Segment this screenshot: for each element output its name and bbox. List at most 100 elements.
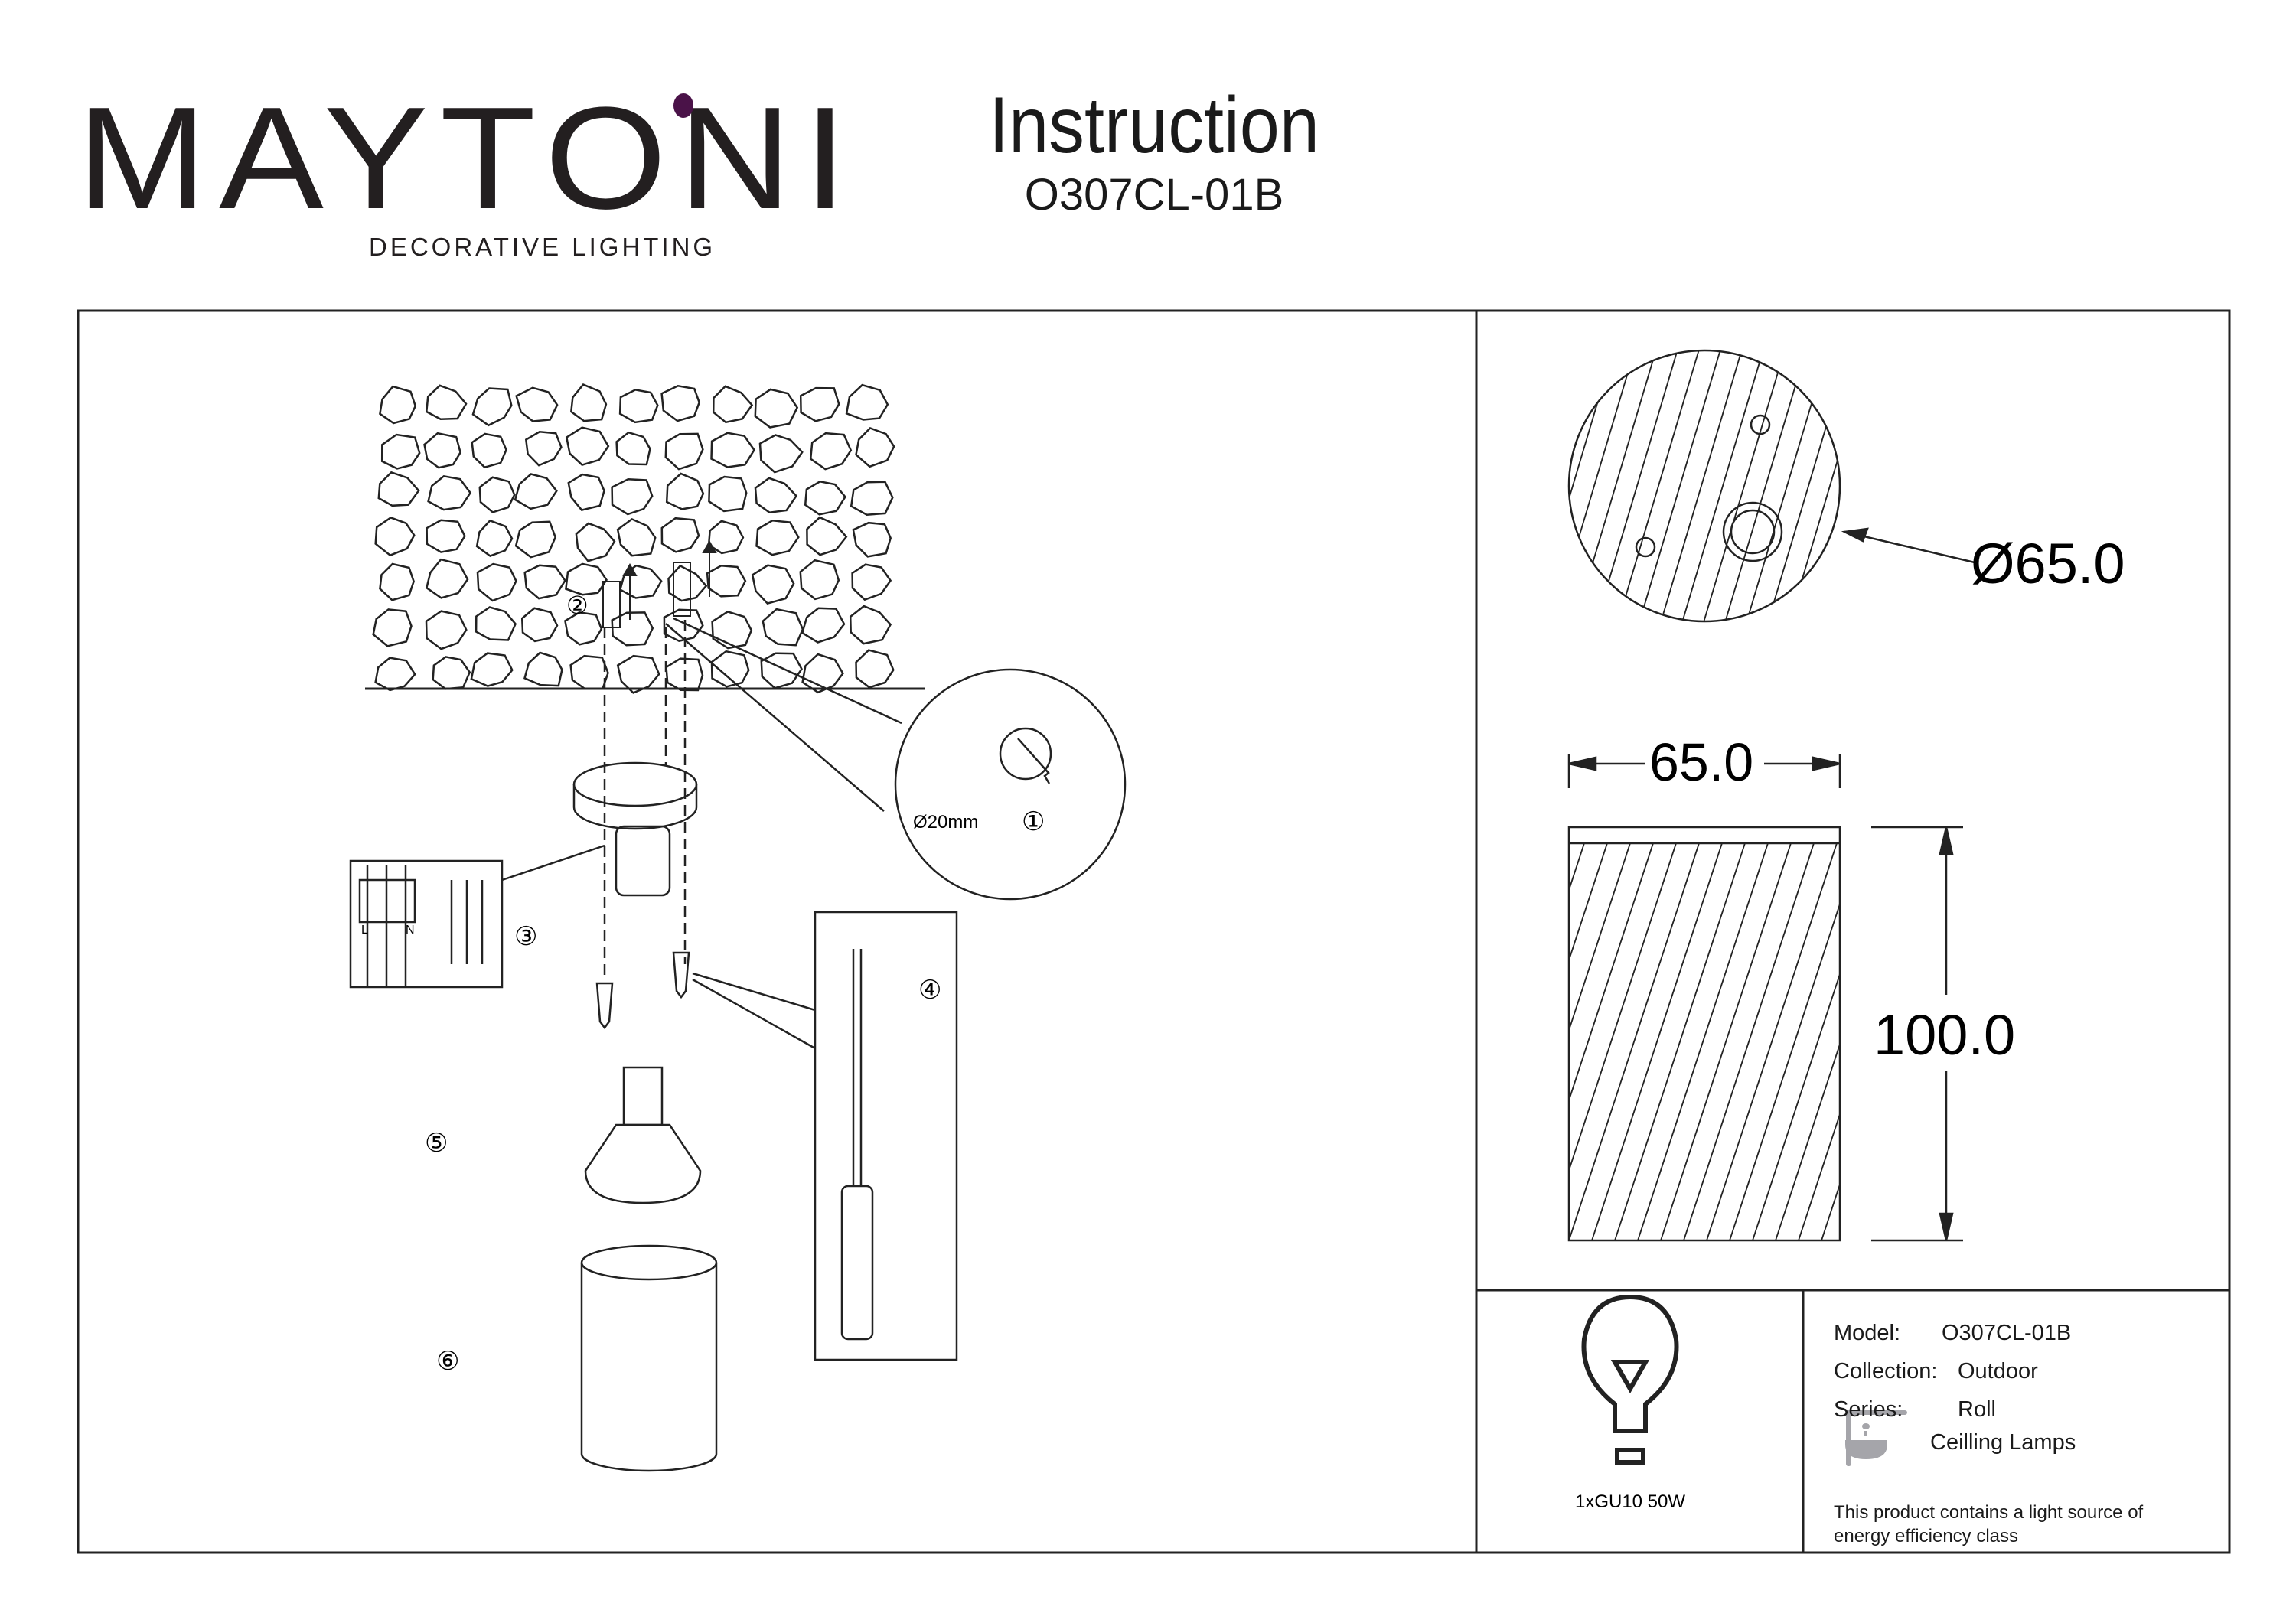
- stone: [708, 475, 748, 513]
- stone: [618, 389, 659, 424]
- mounting-base: [572, 761, 698, 897]
- stone: [804, 480, 846, 516]
- stone: [379, 385, 417, 425]
- hole-diameter-label: Ø20mm: [913, 812, 978, 833]
- stripe: [1723, 351, 1808, 621]
- gu10-bulb-illustration: [584, 1066, 702, 1204]
- lamp-spec: 1xGU10 50W: [1575, 1491, 1685, 1512]
- stone: [611, 611, 654, 647]
- stone: [475, 519, 514, 558]
- stone: [711, 611, 753, 650]
- stone: [374, 517, 416, 557]
- stone: [565, 426, 610, 466]
- stone: [611, 478, 654, 516]
- stone: [616, 517, 657, 557]
- stone: [569, 383, 608, 422]
- step-2-label: ②: [566, 592, 589, 619]
- stripe: [1569, 843, 1700, 1240]
- stone: [806, 516, 848, 556]
- series-value: Roll: [1958, 1397, 1996, 1422]
- stripe: [1637, 843, 1769, 1240]
- step-3-label: ③: [514, 922, 537, 951]
- stone: [706, 565, 747, 598]
- stone: [762, 608, 804, 647]
- step-6-label: ⑥: [436, 1347, 459, 1376]
- logo-dot: [673, 93, 693, 118]
- stone: [664, 432, 704, 471]
- stone: [476, 562, 517, 602]
- stone: [520, 607, 559, 643]
- stone: [423, 432, 461, 469]
- stone: [564, 611, 603, 646]
- stone: [710, 432, 756, 468]
- stone: [372, 608, 413, 647]
- stripe: [1570, 351, 1616, 621]
- light-bulb-icon: [1581, 1294, 1679, 1465]
- width-dimension: 65.0: [1649, 732, 1753, 792]
- step-1-label: ①: [1022, 807, 1045, 836]
- diameter-dimension: Ø65.0: [1971, 532, 2125, 595]
- screw-icon: [595, 951, 690, 1030]
- collection-value: Outdoor: [1958, 1359, 2038, 1383]
- stone: [801, 653, 844, 694]
- stripe: [1569, 843, 1677, 1173]
- stripe: [1744, 351, 1830, 621]
- stone: [471, 387, 513, 427]
- main-frame: [77, 309, 2231, 1554]
- stone: [663, 608, 704, 643]
- stripe: [1895, 344, 1979, 627]
- stone: [575, 522, 616, 562]
- stripe: [1830, 351, 1839, 621]
- ceiling-lamp-icon: [1845, 1410, 1907, 1466]
- stone: [667, 564, 708, 602]
- stripe: [1569, 843, 1631, 1033]
- stone: [618, 564, 663, 599]
- stone: [799, 559, 840, 601]
- stone: [425, 384, 468, 420]
- stone: [852, 521, 892, 558]
- stone: [569, 654, 609, 690]
- stone: [514, 520, 557, 559]
- stone: [845, 383, 889, 421]
- stone: [754, 477, 798, 513]
- stone: [523, 564, 566, 600]
- stone: [760, 652, 803, 689]
- stone: [523, 651, 563, 687]
- stripe: [1658, 351, 1744, 621]
- stone: [615, 431, 651, 466]
- terminal-l-label: L: [361, 924, 368, 937]
- step-5-label: ⑤: [425, 1129, 448, 1158]
- stone: [432, 656, 471, 690]
- stripe: [1569, 843, 1585, 892]
- stripe: [1569, 843, 1654, 1103]
- model-label: Model:: [1834, 1321, 1901, 1345]
- stripe: [1569, 843, 1608, 963]
- stone: [665, 657, 704, 692]
- stripe: [1614, 843, 1746, 1240]
- model-value: O307CL-01B: [1942, 1321, 2072, 1345]
- stone: [660, 517, 700, 553]
- stripe: [1787, 351, 1839, 621]
- stone: [801, 607, 846, 644]
- stone: [524, 431, 563, 467]
- stone: [425, 558, 469, 599]
- stripe: [1637, 351, 1723, 621]
- stripe: [1808, 351, 1839, 621]
- stone: [707, 520, 745, 555]
- stone: [426, 519, 466, 553]
- stripe: [1798, 1112, 1840, 1240]
- stone: [849, 605, 892, 645]
- stone: [616, 654, 660, 694]
- stripe: [1701, 351, 1787, 621]
- stone: [374, 657, 416, 692]
- stone: [754, 388, 799, 429]
- wiring-terminal-inset: [349, 844, 605, 989]
- stone: [850, 481, 894, 516]
- terminal-n-label: N: [406, 924, 415, 937]
- stripe: [1766, 351, 1839, 621]
- stone: [565, 562, 608, 596]
- stone: [660, 385, 701, 422]
- step-4-label: ④: [918, 976, 941, 1005]
- brand-logo: MAYTONI: [77, 77, 859, 240]
